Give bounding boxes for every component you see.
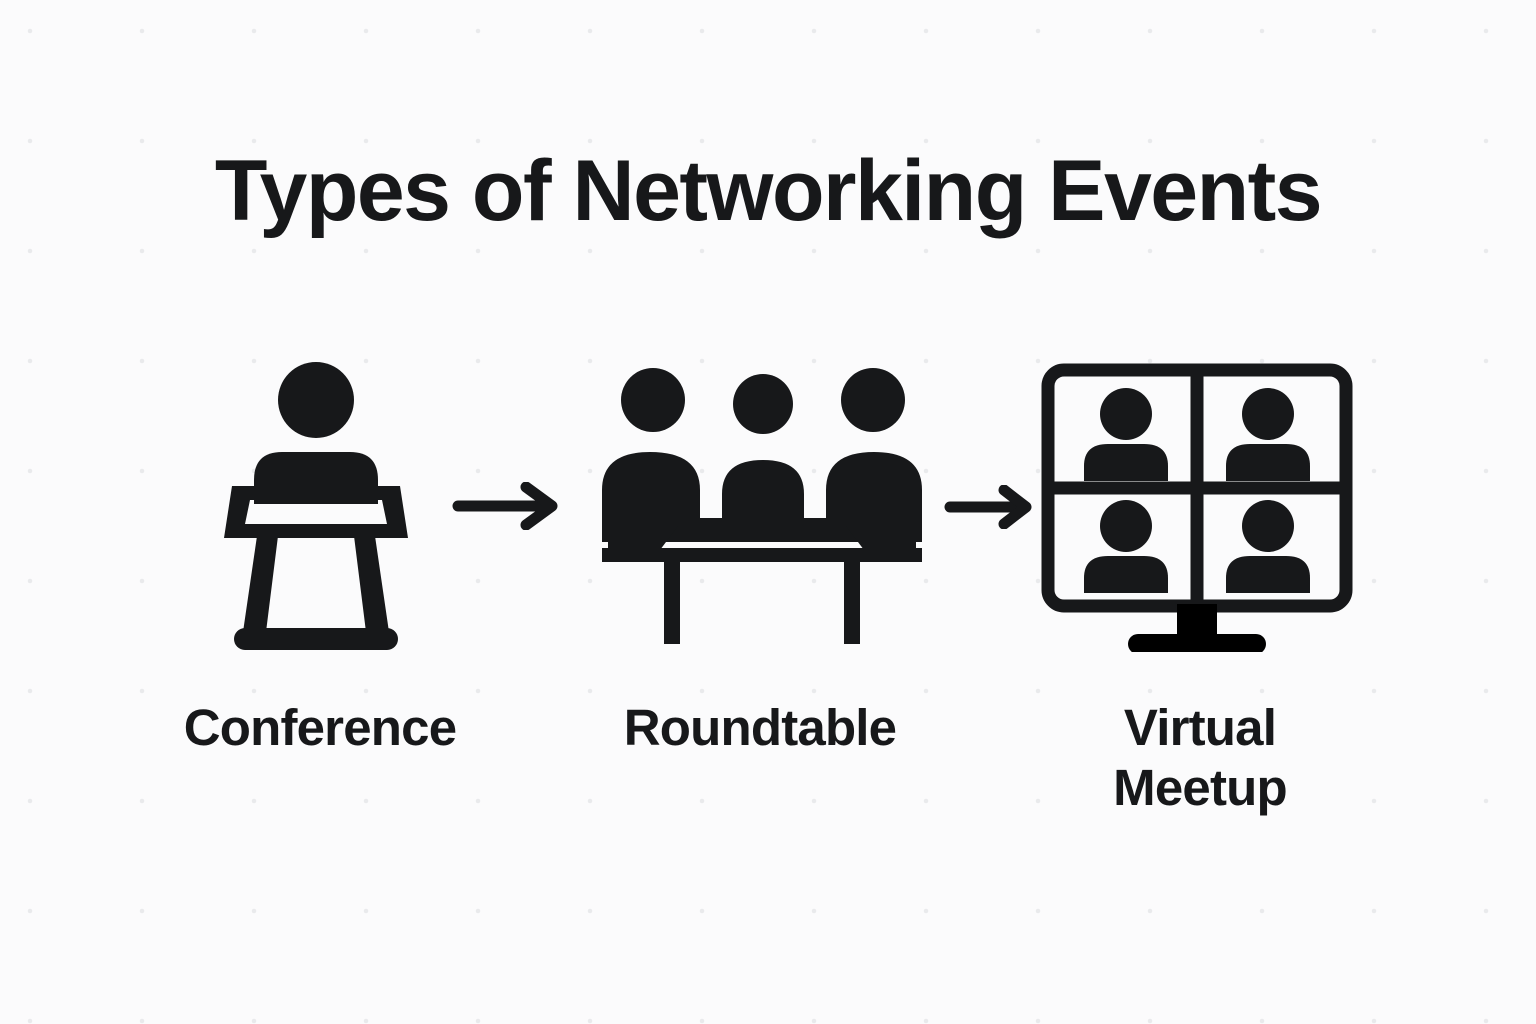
arrow-right-icon-2	[944, 485, 1040, 529]
participant-avatar-2	[1226, 388, 1310, 481]
podium-speaker-icon	[210, 352, 430, 652]
stage-virtual-meetup[interactable]	[1040, 352, 1370, 652]
stage-label-roundtable: Roundtable	[623, 699, 897, 756]
participant-avatar-1	[1084, 388, 1168, 481]
stage-conference[interactable]	[210, 352, 430, 652]
arrow-right-icon-1	[452, 482, 566, 530]
video-call-grid-monitor-icon	[1040, 352, 1370, 652]
three-people-at-table-icon	[592, 352, 932, 652]
stage-roundtable[interactable]	[592, 352, 932, 652]
participant-avatar-4	[1226, 500, 1310, 593]
process-flow	[0, 352, 1536, 672]
participant-avatar-3	[1084, 500, 1168, 593]
page-title: Types of Networking Events	[214, 143, 1323, 239]
stage-label-virtual-meetup-line2: Meetup	[1113, 759, 1288, 817]
stage-label-virtual-meetup-line1: Virtual	[1123, 699, 1277, 756]
stage-label-conference: Conference	[183, 699, 457, 756]
stage-label-virtual-meetup: Virtual Meetup	[1010, 698, 1390, 818]
